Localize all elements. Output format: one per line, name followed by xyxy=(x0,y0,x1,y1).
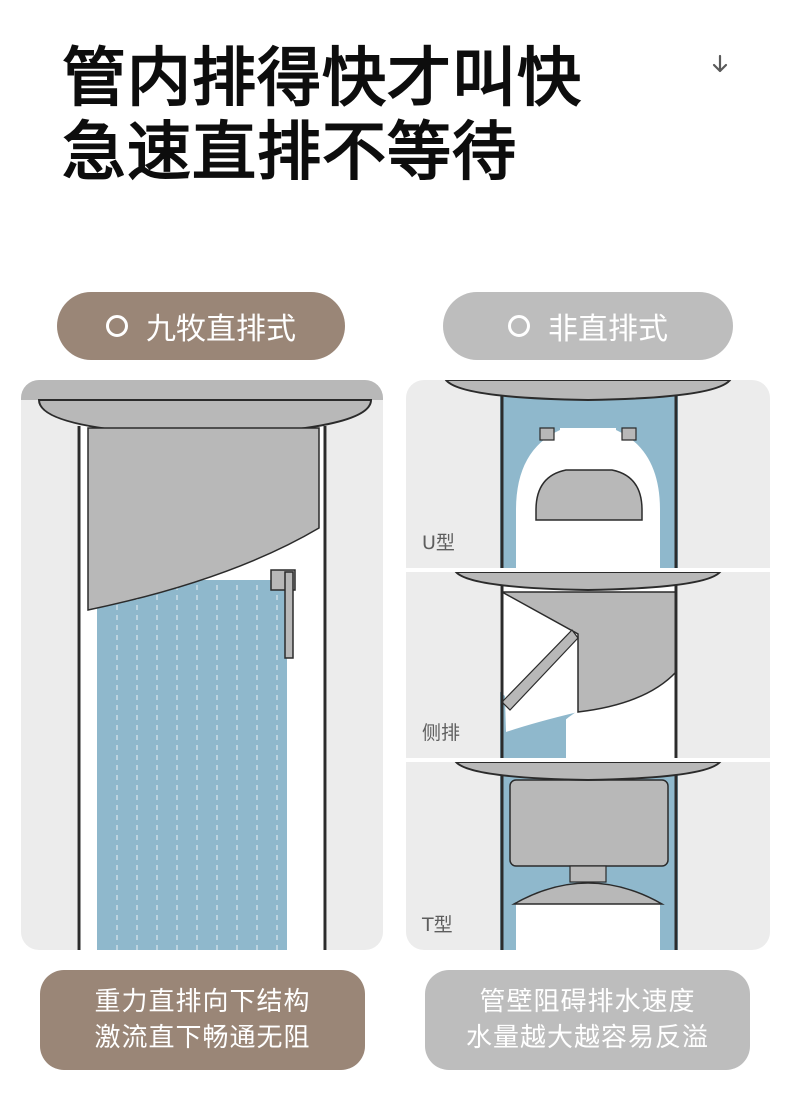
u-type-diagram xyxy=(444,380,732,568)
direct-drain-illustration xyxy=(21,380,383,950)
jomoo-direct-label: 九牧直排式 xyxy=(57,292,345,360)
t-type-diagram xyxy=(454,762,722,950)
non-direct-label: 非直排式 xyxy=(443,292,733,360)
headline-line-1: 管内排得快才叫快 xyxy=(62,42,582,116)
divider xyxy=(406,758,770,762)
circle-icon xyxy=(508,315,530,337)
non-direct-label-text: 非直排式 xyxy=(548,312,668,347)
circle-icon xyxy=(106,315,128,337)
direct-caption-line-2: 激流直下畅通无阻 xyxy=(94,1023,311,1053)
divider xyxy=(406,568,770,572)
side-type-diagram xyxy=(454,572,722,758)
side-type-label: 侧排 xyxy=(422,722,461,744)
headline-line-2: 急速直排不等待 xyxy=(62,116,517,190)
arrow-down-icon[interactable] xyxy=(708,52,732,76)
u-type-label: U型 xyxy=(422,532,455,554)
non-direct-caption-line-1: 管壁阻碍排水速度 xyxy=(479,987,696,1017)
direct-caption-line-1: 重力直排向下结构 xyxy=(94,987,311,1017)
non-direct-illustrations: U型 侧排 T型 xyxy=(406,380,770,950)
direct-drain-diagram xyxy=(21,380,383,950)
direct-caption: 重力直排向下结构 激流直下畅通无阻 xyxy=(40,970,365,1070)
non-direct-caption-line-2: 水量越大越容易反溢 xyxy=(465,1023,709,1053)
headline: 管内排得快才叫快 急速直排不等待 xyxy=(62,42,582,190)
t-type-label: T型 xyxy=(422,914,453,936)
jomoo-direct-label-text: 九牧直排式 xyxy=(146,312,296,347)
non-direct-caption: 管壁阻碍排水速度 水量越大越容易反溢 xyxy=(425,970,750,1070)
